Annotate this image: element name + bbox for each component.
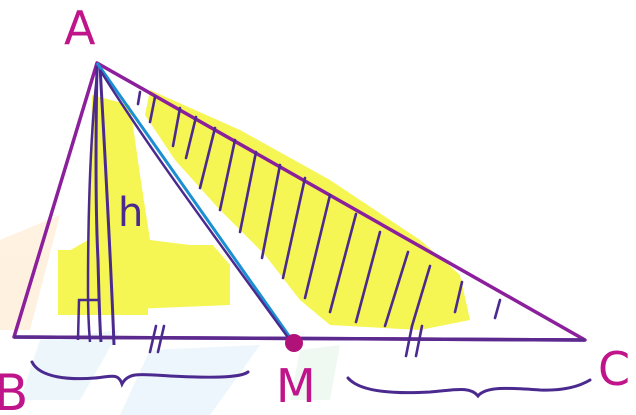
median-am — [95, 62, 296, 344]
label-c: C — [598, 342, 630, 396]
brace-bm — [30, 360, 250, 388]
point-m — [285, 334, 303, 352]
highlight-triangle-abm — [58, 95, 230, 315]
right-angle-marker — [76, 298, 100, 341]
label-h: h — [118, 190, 143, 236]
altitude-left-stroke — [86, 74, 99, 343]
median-am-overstroke — [98, 69, 294, 344]
highlight-triangle-amc — [145, 90, 470, 330]
altitude-h-second-stroke — [98, 65, 116, 346]
label-a: A — [64, 1, 96, 55]
label-m: M — [276, 359, 316, 413]
hatch-marks — [136, 90, 502, 328]
tick-marks-bm — [148, 324, 166, 354]
tick-marks-mc — [404, 324, 424, 358]
label-b: B — [0, 364, 28, 415]
background-watermark — [0, 215, 340, 415]
unshaded-gap — [165, 155, 285, 300]
brace-mc — [346, 376, 592, 399]
altitude-h — [94, 65, 103, 343]
